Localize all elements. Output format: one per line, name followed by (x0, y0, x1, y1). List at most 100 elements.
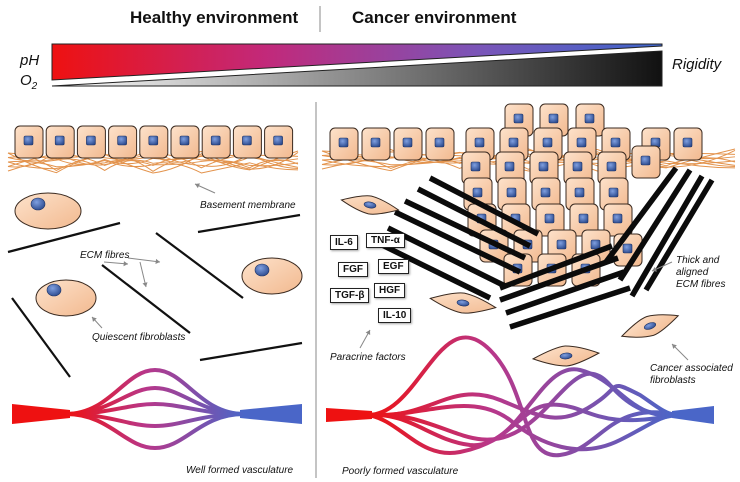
vessel-branch (64, 367, 246, 416)
basement-membrane-label: Basement membrane (200, 200, 296, 211)
ecm-fibre (199, 341, 303, 362)
fibroblast-nucleus (46, 283, 62, 297)
healthy-environment-title: Healthy environment (130, 8, 299, 27)
fibroblast-nucleus (559, 352, 573, 360)
fibroblast-nucleus (30, 197, 46, 211)
cell-nucleus (548, 113, 559, 124)
basement-membrane-fibre (7, 150, 299, 174)
thick-ecm-fibre (617, 168, 693, 282)
cell-nucleus (610, 137, 621, 148)
cancer-associated-fibroblast (429, 292, 497, 314)
thick-fibres-pointer-head (652, 266, 657, 272)
vessel-trunk-right (240, 404, 302, 424)
cell-nucleus (470, 161, 481, 172)
cell-nucleus (544, 213, 555, 224)
epithelial-cell (673, 127, 703, 161)
thick-ecm-fibre (499, 243, 613, 291)
ecm-fibres-label: ECM fibres (80, 250, 130, 261)
ecm-fibres-pointer-head (142, 282, 148, 287)
cancer-associated-fibroblast (340, 195, 400, 215)
thick-ecm-fibre (629, 174, 705, 298)
cell-nucleus (86, 135, 96, 146)
cell-nucleus (612, 213, 623, 224)
basement-membrane-fibre (7, 159, 299, 169)
epithelial-cell (264, 125, 294, 159)
thick-ecm-fibre (499, 255, 619, 303)
ph-label: pH (20, 52, 40, 69)
cancer-associated-fibroblast (531, 345, 601, 367)
ecm-fibre (101, 264, 191, 334)
factor-hgf: HGF (374, 283, 406, 298)
quiescent-fibroblast-body (241, 257, 303, 295)
factor-tgf-beta: TGF-β (330, 288, 370, 303)
epithelial-cell (329, 127, 359, 161)
vessel-branch (366, 383, 678, 420)
basement-membrane-fibre (321, 156, 736, 172)
factor-tnf-alpha: TNF-α (366, 233, 405, 248)
cell-nucleus (556, 239, 567, 250)
ecm-fibres-pointer-head (155, 258, 160, 265)
cancer-environment-title: Cancer environment (352, 8, 517, 27)
thick-ecm-fibre (378, 241, 492, 301)
ecm-fibres-pointer-line (127, 257, 161, 263)
cell-nucleus (572, 161, 583, 172)
cell-nucleus (606, 161, 617, 172)
quiescent-fibroblast (241, 257, 303, 295)
cell-nucleus (434, 137, 445, 148)
basement-membrane-fibre (321, 148, 736, 172)
fibroblast-nucleus (363, 201, 377, 209)
paracrine-factors-pointer-head (365, 330, 371, 335)
basement-membrane-fibre (321, 148, 736, 172)
cell-nucleus (273, 135, 283, 146)
quiescent-fibroblasts-label: Quiescent fibroblasts (92, 332, 186, 343)
epithelial-cell (425, 127, 455, 161)
o2-rigidity-gradient-wedge (51, 50, 663, 87)
cell-nucleus (506, 187, 517, 198)
epithelial-cell (76, 125, 106, 159)
cell-nucleus (23, 135, 34, 146)
healthy-vasculature (12, 367, 302, 451)
cell-nucleus (622, 243, 633, 254)
thick-ecm-fibre (603, 166, 679, 264)
epithelial-cell (14, 125, 44, 159)
quiescent-fibroblasts-pointer (91, 316, 103, 329)
cell-nucleus (402, 137, 413, 148)
thick-ecm-fibre (428, 175, 540, 237)
cancer-vasculature (326, 335, 714, 458)
vessel-branch (64, 401, 246, 416)
cancer-associated-fibroblast (620, 314, 680, 338)
cell-nucleus (472, 187, 483, 198)
well-formed-vasculature-label: Well formed vasculature (186, 465, 294, 476)
cell-nucleus (578, 213, 589, 224)
cell-nucleus (54, 135, 65, 146)
caf-pointer (671, 343, 689, 361)
cell-nucleus (210, 135, 221, 146)
epithelial-cell (393, 127, 423, 161)
cell-nucleus (682, 137, 693, 148)
factor-egf: EGF (378, 259, 409, 274)
vessel-branch (366, 371, 678, 442)
basement-membrane-fibre (7, 157, 299, 170)
tumour-cell (631, 145, 661, 179)
epithelial-cell (361, 127, 391, 161)
cell-nucleus (504, 161, 515, 172)
thick-fibres-pointer (651, 261, 673, 272)
quiescent-fibroblast (14, 192, 82, 230)
ecm-fibres-pointer (127, 257, 161, 265)
fibroblast-nucleus (456, 299, 470, 307)
epithelial-cell (232, 125, 262, 159)
thick-ecm-fibre (416, 186, 532, 249)
cell-nucleus (584, 113, 595, 124)
factor-fgf: FGF (338, 262, 368, 277)
vessel-branch (366, 404, 678, 452)
cancer-associated-fibroblasts-label: Cancer associated fibroblasts (650, 363, 733, 386)
ecm-fibres-pointer (103, 261, 129, 267)
basement-membrane-fibre (7, 158, 299, 174)
cell-nucleus (608, 187, 619, 198)
basement-membrane-fibre (7, 150, 299, 174)
ecm-fibres-pointer-head (123, 261, 128, 267)
ecm-fibres-pointer (139, 261, 148, 288)
cell-nucleus (542, 137, 553, 148)
cell-nucleus (148, 135, 159, 146)
